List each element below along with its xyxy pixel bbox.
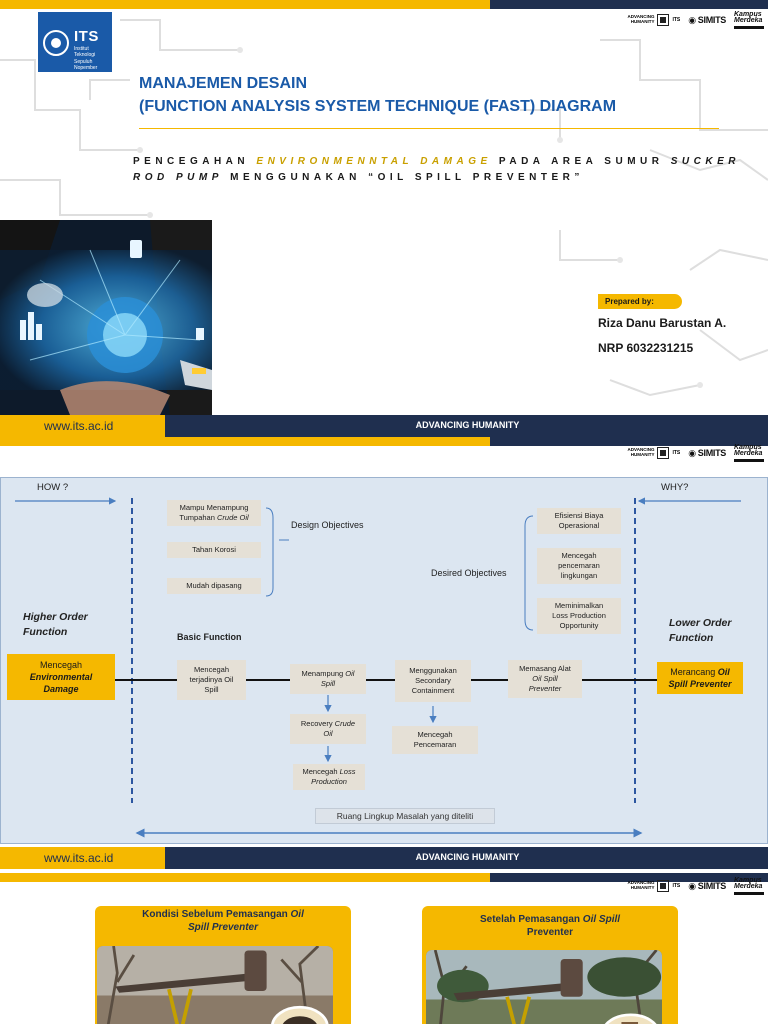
- design-item-corrosion: Tahan Korosi: [167, 542, 261, 558]
- photo-after: [426, 950, 662, 1024]
- simits-logo: ◉SIMITS: [688, 880, 726, 892]
- design-item-install: Mudah dipasang: [167, 578, 261, 594]
- design-objectives-label: Design Objectives: [291, 520, 364, 530]
- how-label: HOW ?: [37, 482, 69, 493]
- simits-logo: ◉SIMITS: [688, 14, 726, 26]
- why-label: WHY?: [661, 482, 689, 493]
- technology-hero-image: [0, 220, 212, 415]
- its-emblem-icon: [43, 30, 69, 56]
- circuit-background: [0, 19, 768, 397]
- desired-objectives-label: Desired Objectives: [431, 568, 507, 578]
- scope-label: Ruang Lingkup Masalah yang diteliti: [315, 808, 495, 824]
- page-subtitle: PENCEGAHAN ENVIRONMENNTAL DAMAGE PADA AR…: [133, 156, 740, 183]
- top-stripe: [0, 0, 768, 9]
- author-name: Riza Danu Barustan A.: [598, 316, 727, 330]
- footer-tagline: ADVANCING HUMANITY: [415, 852, 520, 862]
- footer-bar: www.its.ac.id ADVANCING HUMANITY: [0, 847, 768, 869]
- footer-url[interactable]: www.its.ac.id: [44, 419, 114, 433]
- diagram-connectors: [15, 497, 741, 838]
- top-stripe: [0, 437, 768, 446]
- simits-logo: ◉SIMITS: [688, 447, 726, 459]
- author-nrp: NRP 6032231215: [598, 341, 694, 355]
- page-title: MANAJEMEN DESAIN (FUNCTION ANALYSIS SYST…: [139, 75, 617, 116]
- photo-before: [97, 946, 333, 1024]
- title-divider: [139, 128, 719, 129]
- footer-url[interactable]: www.its.ac.id: [44, 851, 114, 865]
- top-stripe: [0, 873, 768, 882]
- footer-bar: www.its.ac.id ADVANCING HUMANITY: [0, 415, 768, 437]
- footer-tagline: ADVANCING HUMANITY: [415, 420, 520, 430]
- its-logo-word: ITS: [74, 28, 99, 45]
- basic-function-label: Basic Function: [177, 632, 242, 642]
- prepared-by-badge: Prepared by:: [598, 294, 682, 309]
